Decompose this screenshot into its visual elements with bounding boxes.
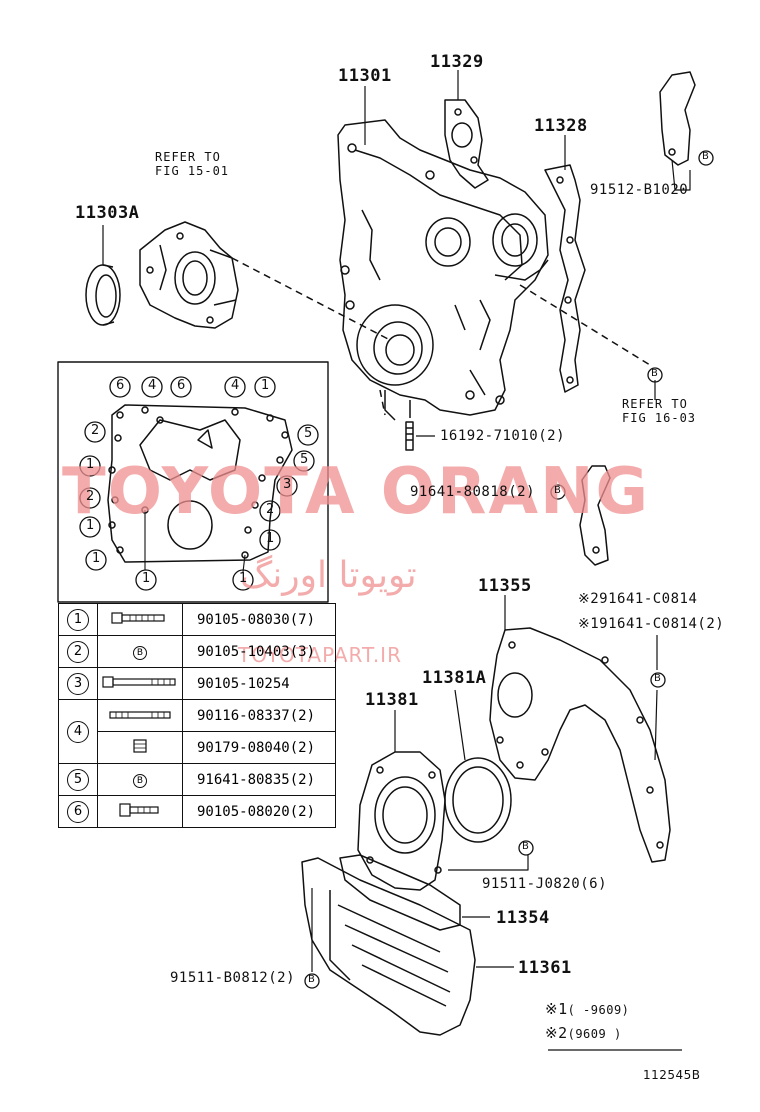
inset-callouts: [79, 376, 319, 591]
b-marker: B: [554, 485, 562, 496]
b-markers: [304, 150, 714, 989]
inset-callout-number: 5: [304, 426, 313, 441]
oil-pan-11361: [301, 857, 476, 1036]
stud-16192: [405, 421, 414, 451]
inset-gasket-view: [57, 361, 329, 603]
figure-code: 112545B: [643, 1068, 701, 1082]
legend-part-number: 90105-10403(3): [182, 635, 336, 668]
watermark-text: TOYOTA ORANG: [62, 455, 651, 529]
b-marker-icon: B: [133, 774, 147, 788]
bolt-label-91511-b0812: 91511-B0812(2): [170, 970, 296, 986]
dashed-centerlines: [231, 257, 651, 416]
bracket-top-right: [659, 71, 696, 166]
part-label-11361: 11361: [518, 958, 572, 978]
bolt-label-91511-j0820: 91511-J0820(6): [482, 876, 608, 892]
legend-number: 5: [67, 768, 89, 791]
gasket-11328: [544, 164, 586, 393]
inset-callout-number: 3: [283, 477, 292, 492]
part-label-11381: 11381: [365, 690, 419, 710]
inset-callout-number: 1: [86, 457, 95, 472]
inset-callout-number: 2: [266, 502, 275, 517]
bolt-icon: [111, 611, 165, 624]
nut-icon: [133, 738, 147, 753]
legend-part-number: 90116-08337(2): [182, 699, 336, 732]
star-label-2: ※291641-C0814: [578, 591, 698, 607]
legend-part-number: 90105-10254: [182, 667, 336, 700]
part-label-11328: 11328: [534, 116, 588, 136]
seal-retainer-11381: [357, 751, 446, 891]
bolt-label-91512: 91512-B1020: [590, 182, 689, 198]
stud-label-16192: 16192-71010(2): [440, 428, 566, 444]
legend-number: 2: [67, 640, 89, 663]
legend-part-number: 91641-80835(2): [182, 763, 336, 796]
b-marker: B: [522, 841, 530, 852]
part-label-11354: 11354: [496, 908, 550, 928]
oil-seal-11303a: [85, 264, 121, 326]
legend-number: 6: [67, 800, 89, 823]
legend-row: 90179-08040(2): [59, 731, 336, 764]
legend-part-number: 90105-08020(2): [182, 795, 336, 828]
inset-callout-number: 2: [86, 489, 95, 504]
inset-callout-number: 5: [300, 452, 309, 467]
legend-row: 1 90105-08030(7): [58, 603, 336, 636]
b-marker: B: [308, 974, 316, 985]
inset-callout-number: 6: [177, 378, 186, 393]
refer-fig-15-01-line1: REFER TO: [155, 150, 221, 164]
legend-part-number: 90179-08040(2): [182, 731, 336, 764]
refer-fig-16-03-line2: FIG 16-03: [622, 411, 697, 425]
inset-callout-number: 4: [148, 378, 157, 393]
legend-number: 4: [67, 720, 89, 743]
inset-callout-number: 4: [231, 378, 240, 393]
gasket-11354: [339, 854, 461, 931]
inset-callout-number: 1: [142, 571, 151, 586]
b-marker: B: [702, 151, 710, 162]
inset-callout-number: 1: [239, 571, 248, 586]
leader-lines: [102, 70, 691, 972]
legend-row: 4 90116-08337(2): [58, 699, 336, 764]
b-marker: B: [654, 673, 662, 684]
part-label-11355: 11355: [478, 576, 532, 596]
oil-seal-11381a: [444, 757, 512, 843]
refer-fig-16-03-line1: REFER TO: [622, 397, 688, 411]
star-label-1: ※191641-C0814(2): [578, 616, 725, 632]
legend-row: 2 B 90105-10403(3): [58, 635, 336, 668]
refer-fig-15-01-line2: FIG 15-01: [155, 164, 230, 178]
bolt-label-91641-80818: 91641-80818(2): [410, 484, 536, 500]
bracket-mid-right: [579, 465, 611, 566]
legend-row: 3 90105-10254: [58, 667, 336, 700]
inset-callout-number: 1: [261, 378, 270, 393]
legend-number: 3: [67, 672, 89, 695]
legend-row: 5 B 91641-80835(2): [58, 763, 336, 796]
oil-pump-housing: [139, 221, 239, 329]
timing-cover-11301: [337, 119, 549, 421]
part-label-11303a: 11303A: [75, 203, 140, 223]
legend-table: 1 90105-08030(7) 2 B 90105-10403(3) 3 90…: [58, 603, 336, 828]
inset-callout-number: 1: [86, 518, 95, 533]
note-2: ※2(9609 ): [545, 1024, 622, 1042]
long-bolt-icon: [102, 675, 176, 688]
gasket-11329: [444, 99, 489, 189]
inset-callout-number: 1: [266, 531, 275, 546]
legend-number: 1: [67, 608, 89, 631]
short-bolt-icon: [119, 802, 159, 817]
b-marker-icon: B: [133, 646, 147, 660]
stud-bolt-icon: [109, 710, 171, 719]
note-1: ※1( -9609): [545, 1000, 630, 1018]
part-label-11301: 11301: [338, 66, 392, 86]
part-label-11329: 11329: [430, 52, 484, 72]
legend-part-number: 90105-08030(7): [182, 603, 336, 636]
watermark-persian: تویوتا اورنگ: [240, 555, 417, 596]
b-marker: B: [651, 368, 659, 379]
inset-callout-number: 1: [92, 551, 101, 566]
legend-row: 6 90105-08020(2): [58, 795, 336, 828]
inset-callout-number: 2: [91, 423, 100, 438]
plate-11355: [489, 627, 671, 863]
part-label-11381a: 11381A: [422, 668, 487, 688]
inset-callout-number: 6: [116, 378, 125, 393]
